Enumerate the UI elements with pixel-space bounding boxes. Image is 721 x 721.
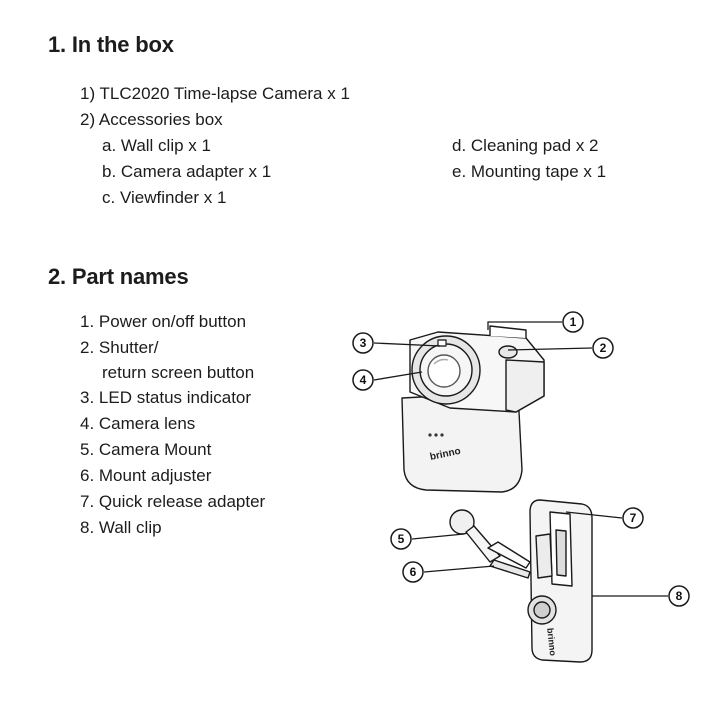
camera-head [409, 325, 545, 413]
accessory-camera-adapter: b. Camera adapter x 1 [102, 162, 272, 181]
accessory-cleaning-pad: d. Cleaning pad x 2 [452, 136, 599, 155]
callout-3-label: 3 [360, 336, 367, 350]
part-wall-clip: 8. Wall clip [80, 518, 162, 537]
camera-body-base: brinno [401, 391, 523, 493]
leader-line-7 [565, 511, 623, 519]
callout-2-label: 2 [600, 341, 607, 355]
accessory-wall-clip: a. Wall clip x 1 [102, 136, 211, 155]
camera-parts-diagram: brinno brinno [352, 311, 690, 663]
accessory-mounting-tape: e. Mounting tape x 1 [452, 162, 607, 181]
led-dot-icon [428, 433, 432, 437]
callout-7-label: 7 [630, 511, 637, 525]
part-camera-mount: 5. Camera Mount [80, 440, 212, 459]
callout-1-label: 1 [570, 315, 577, 329]
callout-6 [402, 561, 424, 583]
leader-line-5 [411, 533, 465, 540]
section-title-part-names: 2. Part names [48, 264, 189, 289]
part-led-indicator: 3. LED status indicator [80, 388, 252, 407]
callout-7 [622, 507, 644, 529]
callout-5-label: 5 [398, 532, 405, 546]
leader-line-1 [487, 321, 562, 330]
part-quick-release: 7. Quick release adapter [80, 492, 266, 511]
leader-line-6 [423, 565, 495, 573]
part-shutter: 2. Shutter/ [80, 338, 159, 357]
quick-release-adapter [535, 533, 553, 579]
wall-clip: brinno [527, 499, 593, 663]
brand-logo-clip: brinno [545, 627, 558, 656]
part-mount-adjuster: 6. Mount adjuster [80, 466, 212, 485]
callout-2 [592, 337, 614, 359]
part-shutter-cont: return screen button [102, 363, 255, 382]
callout-3 [352, 332, 374, 354]
part-power-button: 1. Power on/off button [80, 312, 247, 331]
leader-line-3 [373, 342, 441, 347]
item-accessories-box: 2) Accessories box [80, 110, 223, 129]
callout-1 [562, 311, 584, 333]
callout-6-label: 6 [410, 565, 417, 579]
accessory-viewfinder: c. Viewfinder x 1 [102, 188, 227, 207]
callout-4-label: 4 [360, 373, 367, 387]
shutter-button-icon [498, 345, 518, 359]
section-title-in-the-box: 1. In the box [48, 32, 174, 57]
callout-8 [668, 585, 690, 607]
leader-line-4 [373, 371, 423, 381]
ball-mount [449, 509, 531, 579]
led-indicator-icon [437, 339, 447, 347]
part-camera-lens: 4. Camera lens [80, 414, 196, 433]
leader-line-2 [507, 347, 593, 351]
callout-8-label: 8 [676, 589, 683, 603]
callout-4 [352, 369, 374, 391]
item-camera: 1) TLC2020 Time-lapse Camera x 1 [80, 84, 350, 103]
callout-5 [390, 528, 412, 550]
